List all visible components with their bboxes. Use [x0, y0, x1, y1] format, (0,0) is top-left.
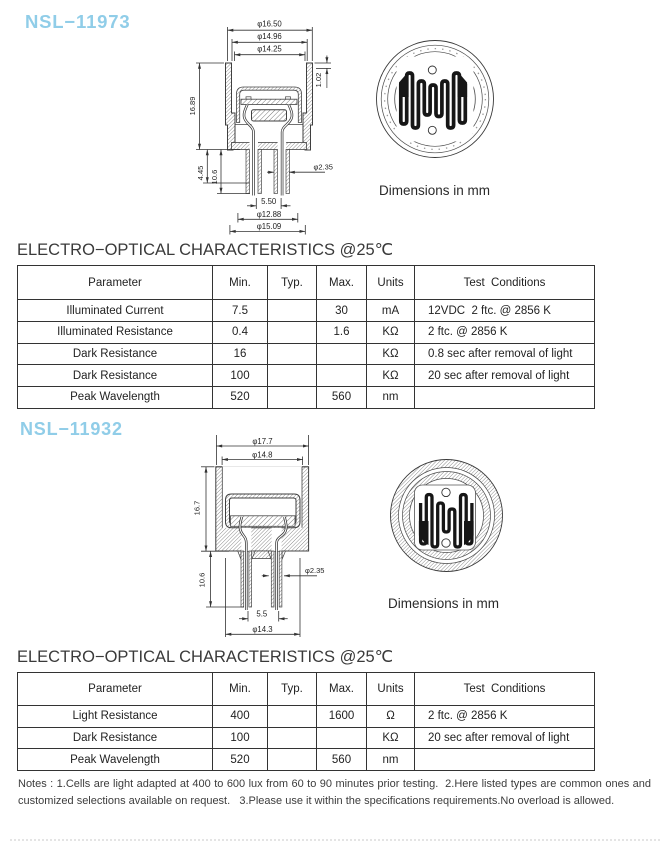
svg-text:4.45: 4.45 — [196, 166, 205, 181]
svg-text:φ15.09: φ15.09 — [257, 222, 282, 231]
svg-text:φ12.88: φ12.88 — [257, 210, 282, 219]
svg-text:1.02: 1.02 — [314, 73, 323, 88]
svg-text:φ14.96: φ14.96 — [257, 32, 282, 41]
svg-text:10.6: 10.6 — [210, 170, 219, 185]
svg-text:φ2.35: φ2.35 — [314, 162, 333, 171]
svg-text:φ14.3: φ14.3 — [252, 625, 272, 634]
svg-text:φ14.8: φ14.8 — [252, 451, 272, 460]
svg-text:φ16.50: φ16.50 — [257, 20, 282, 29]
svg-text:16.89: 16.89 — [188, 97, 197, 116]
svg-text:φ17.7: φ17.7 — [252, 437, 272, 446]
svg-text:16.7: 16.7 — [193, 501, 202, 516]
svg-text:5.5: 5.5 — [256, 610, 268, 619]
svg-text:φ14.25: φ14.25 — [257, 44, 282, 53]
svg-text:φ2.35: φ2.35 — [305, 566, 324, 575]
svg-text:10.6: 10.6 — [198, 573, 207, 588]
svg-text:5.50: 5.50 — [261, 197, 277, 206]
